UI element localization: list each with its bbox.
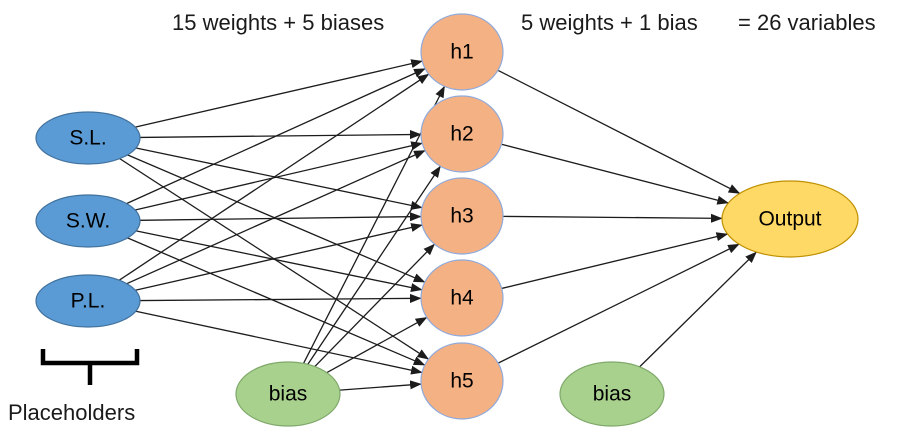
bias-node-label-bias2: bias xyxy=(593,383,632,406)
input-node-label-sw: S.W. xyxy=(66,210,110,233)
hidden-node-shape-h4 xyxy=(420,259,504,337)
edge-sw-to-h3 xyxy=(139,212,422,222)
input-node-sl[interactable]: S.L. xyxy=(35,111,141,165)
hidden-node-label-h3: h3 xyxy=(450,205,473,228)
input-node-pl[interactable]: P.L. xyxy=(35,274,141,328)
hidden-node-label-h4: h4 xyxy=(450,287,474,310)
hidden-node-h5[interactable]: h5 xyxy=(420,342,504,420)
placeholders-label: Placeholders xyxy=(8,400,135,425)
hidden-node-shape-h1 xyxy=(420,13,504,91)
bias-node-shape-bias1 xyxy=(235,361,341,427)
hidden-node-label-h1: h1 xyxy=(450,41,473,64)
edge-pl-to-h2 xyxy=(126,149,426,285)
input-node-label-pl: P.L. xyxy=(71,290,106,313)
edge-h1-to-out xyxy=(497,69,741,194)
edge-sl-to-h2 xyxy=(139,130,422,140)
hidden-node-shape-h2 xyxy=(420,95,504,173)
nodes-group: S.L. S.W. P.L. bias h1 h2 h3 h4 h5 bias Output xyxy=(35,13,859,427)
total-variables-annotation: = 26 variables xyxy=(738,10,876,35)
edges-group xyxy=(118,59,757,391)
hidden-node-h1[interactable]: h1 xyxy=(420,13,504,91)
edge-h4-to-out xyxy=(501,232,729,290)
annotations-group: 15 weights + 5 biases 5 weights + 1 bias =… xyxy=(8,10,876,425)
edge-h2-to-out xyxy=(501,143,729,205)
edge-pl-to-h1 xyxy=(118,73,430,281)
edge-pl-to-h3 xyxy=(135,223,423,291)
bias-node-bias2[interactable]: bias xyxy=(559,361,665,427)
input-node-shape-sw xyxy=(35,194,141,248)
bracket-brace xyxy=(40,349,140,366)
hidden-node-shape-h5 xyxy=(420,342,504,420)
edge-sl-to-h3 xyxy=(135,147,423,210)
output-node-out[interactable]: Output xyxy=(721,180,859,258)
edge-sl-to-h1 xyxy=(135,59,423,128)
right-weights-annotation: 5 weights + 1 bias xyxy=(521,10,698,35)
edge-bias1-to-h4 xyxy=(326,316,428,374)
edge-bias2-to-out xyxy=(639,251,757,368)
hidden-node-label-h5: h5 xyxy=(450,370,473,393)
hidden-node-shape-h3 xyxy=(420,177,504,255)
edge-sw-to-h4 xyxy=(135,230,423,292)
hidden-node-h3[interactable]: h3 xyxy=(420,177,504,255)
hidden-node-h4[interactable]: h4 xyxy=(420,259,504,337)
bias-node-label-bias1: bias xyxy=(269,383,308,406)
edge-bias1-to-h3 xyxy=(314,243,435,368)
edge-h5-to-out xyxy=(497,243,740,364)
left-weights-annotation: 15 weights + 5 biases xyxy=(172,10,384,35)
edge-bias1-to-h2 xyxy=(307,165,441,365)
bias-node-bias1[interactable]: bias xyxy=(235,361,341,427)
output-node-label-out: Output xyxy=(758,208,821,231)
edge-sw-to-h2 xyxy=(135,141,423,211)
edge-pl-to-h4 xyxy=(139,293,422,303)
output-node-shape-out xyxy=(721,180,859,258)
hidden-node-label-h2: h2 xyxy=(450,123,473,146)
input-node-shape-pl xyxy=(35,274,141,328)
bias-node-shape-bias2 xyxy=(559,361,665,427)
edge-pl-to-h5 xyxy=(135,310,423,375)
edge-sw-to-h5 xyxy=(127,237,426,366)
input-node-shape-sl xyxy=(35,111,141,165)
edge-bias1-to-h5 xyxy=(339,380,422,391)
hidden-node-h2[interactable]: h2 xyxy=(420,95,504,173)
edge-sw-to-h1 xyxy=(126,68,426,205)
placeholders-bracket xyxy=(40,349,140,385)
edge-h3-to-out xyxy=(502,213,723,223)
input-node-sw[interactable]: S.W. xyxy=(35,194,141,248)
input-node-label-sl: S.L. xyxy=(69,127,106,150)
